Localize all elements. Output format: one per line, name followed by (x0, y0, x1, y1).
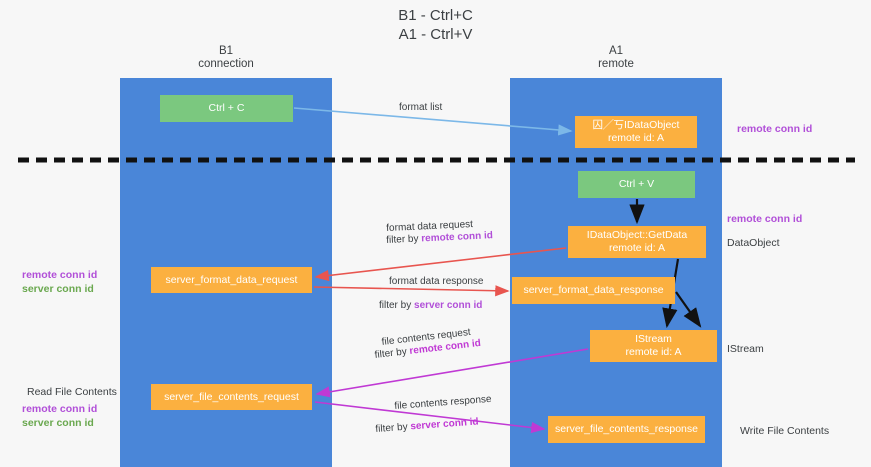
filter-prefix: filter by (379, 300, 415, 311)
node-istream[interactable]: IStream remote id: A (590, 330, 717, 362)
side-label-istream: IStream (727, 343, 764, 355)
edge-label-format-list: format list (399, 102, 443, 113)
side-label-write-file-contents: Write File Contents (740, 425, 830, 437)
filter-prefix: filter by (375, 421, 411, 435)
side-label-remote-conn-id-top: remote conn id (737, 123, 813, 135)
node-ctrl-v[interactable]: Ctrl + V (578, 171, 695, 198)
node-server-format-data-request[interactable]: server_format_data_request (151, 267, 312, 293)
edge-label-format-data-response: format data response (389, 276, 484, 287)
side-label-left-conn-ids-bottom: remote conn id server conn id (22, 402, 97, 430)
side-label-left-conn-ids-top: remote conn id server conn id (22, 268, 97, 296)
edge-label-file-contents-response: file contents response (394, 393, 492, 412)
side-label-remote-conn-id-mid: remote conn id (727, 213, 803, 225)
left-server-conn-id: server conn id (22, 283, 94, 295)
node-idataobject-getdata[interactable]: IDataObject::GetData remote id: A (568, 226, 706, 258)
left-remote-conn-id-2: remote conn id (22, 403, 98, 415)
filter-value-remote-conn-id: remote conn id (421, 230, 494, 245)
node-idataobject[interactable]: 囚╱丂IDataObject remote id: A (575, 116, 697, 148)
node-server-file-contents-request[interactable]: server_file_contents_request (151, 384, 312, 410)
node-server-format-data-response[interactable]: server_format_data_response (512, 277, 675, 304)
node-server-file-contents-response[interactable]: server_file_contents_response (548, 416, 705, 443)
left-remote-conn-id: remote conn id (22, 269, 98, 281)
side-label-read-file-contents: Read File Contents (27, 386, 117, 398)
filter-prefix: filter by (386, 233, 422, 246)
filter-value-server-conn-id: server conn id (414, 300, 483, 311)
filter-prefix: filter by (374, 346, 411, 361)
node-ctrl-c[interactable]: Ctrl + C (160, 95, 293, 122)
column-header-b1: B1 connection (198, 45, 254, 70)
diagram-title: B1 - Ctrl+C A1 - Ctrl+V (398, 7, 473, 43)
edge-label-format-data-response-filter: filter by server conn id (379, 299, 482, 312)
left-server-conn-id-2: server conn id (22, 417, 94, 429)
edge-label-file-contents-response-filter: filter by server conn id (375, 415, 479, 436)
column-header-a1: A1 remote (598, 45, 634, 70)
side-label-dataobject: DataObject (727, 237, 780, 249)
filter-value-server-conn-id: server conn id (409, 416, 479, 433)
